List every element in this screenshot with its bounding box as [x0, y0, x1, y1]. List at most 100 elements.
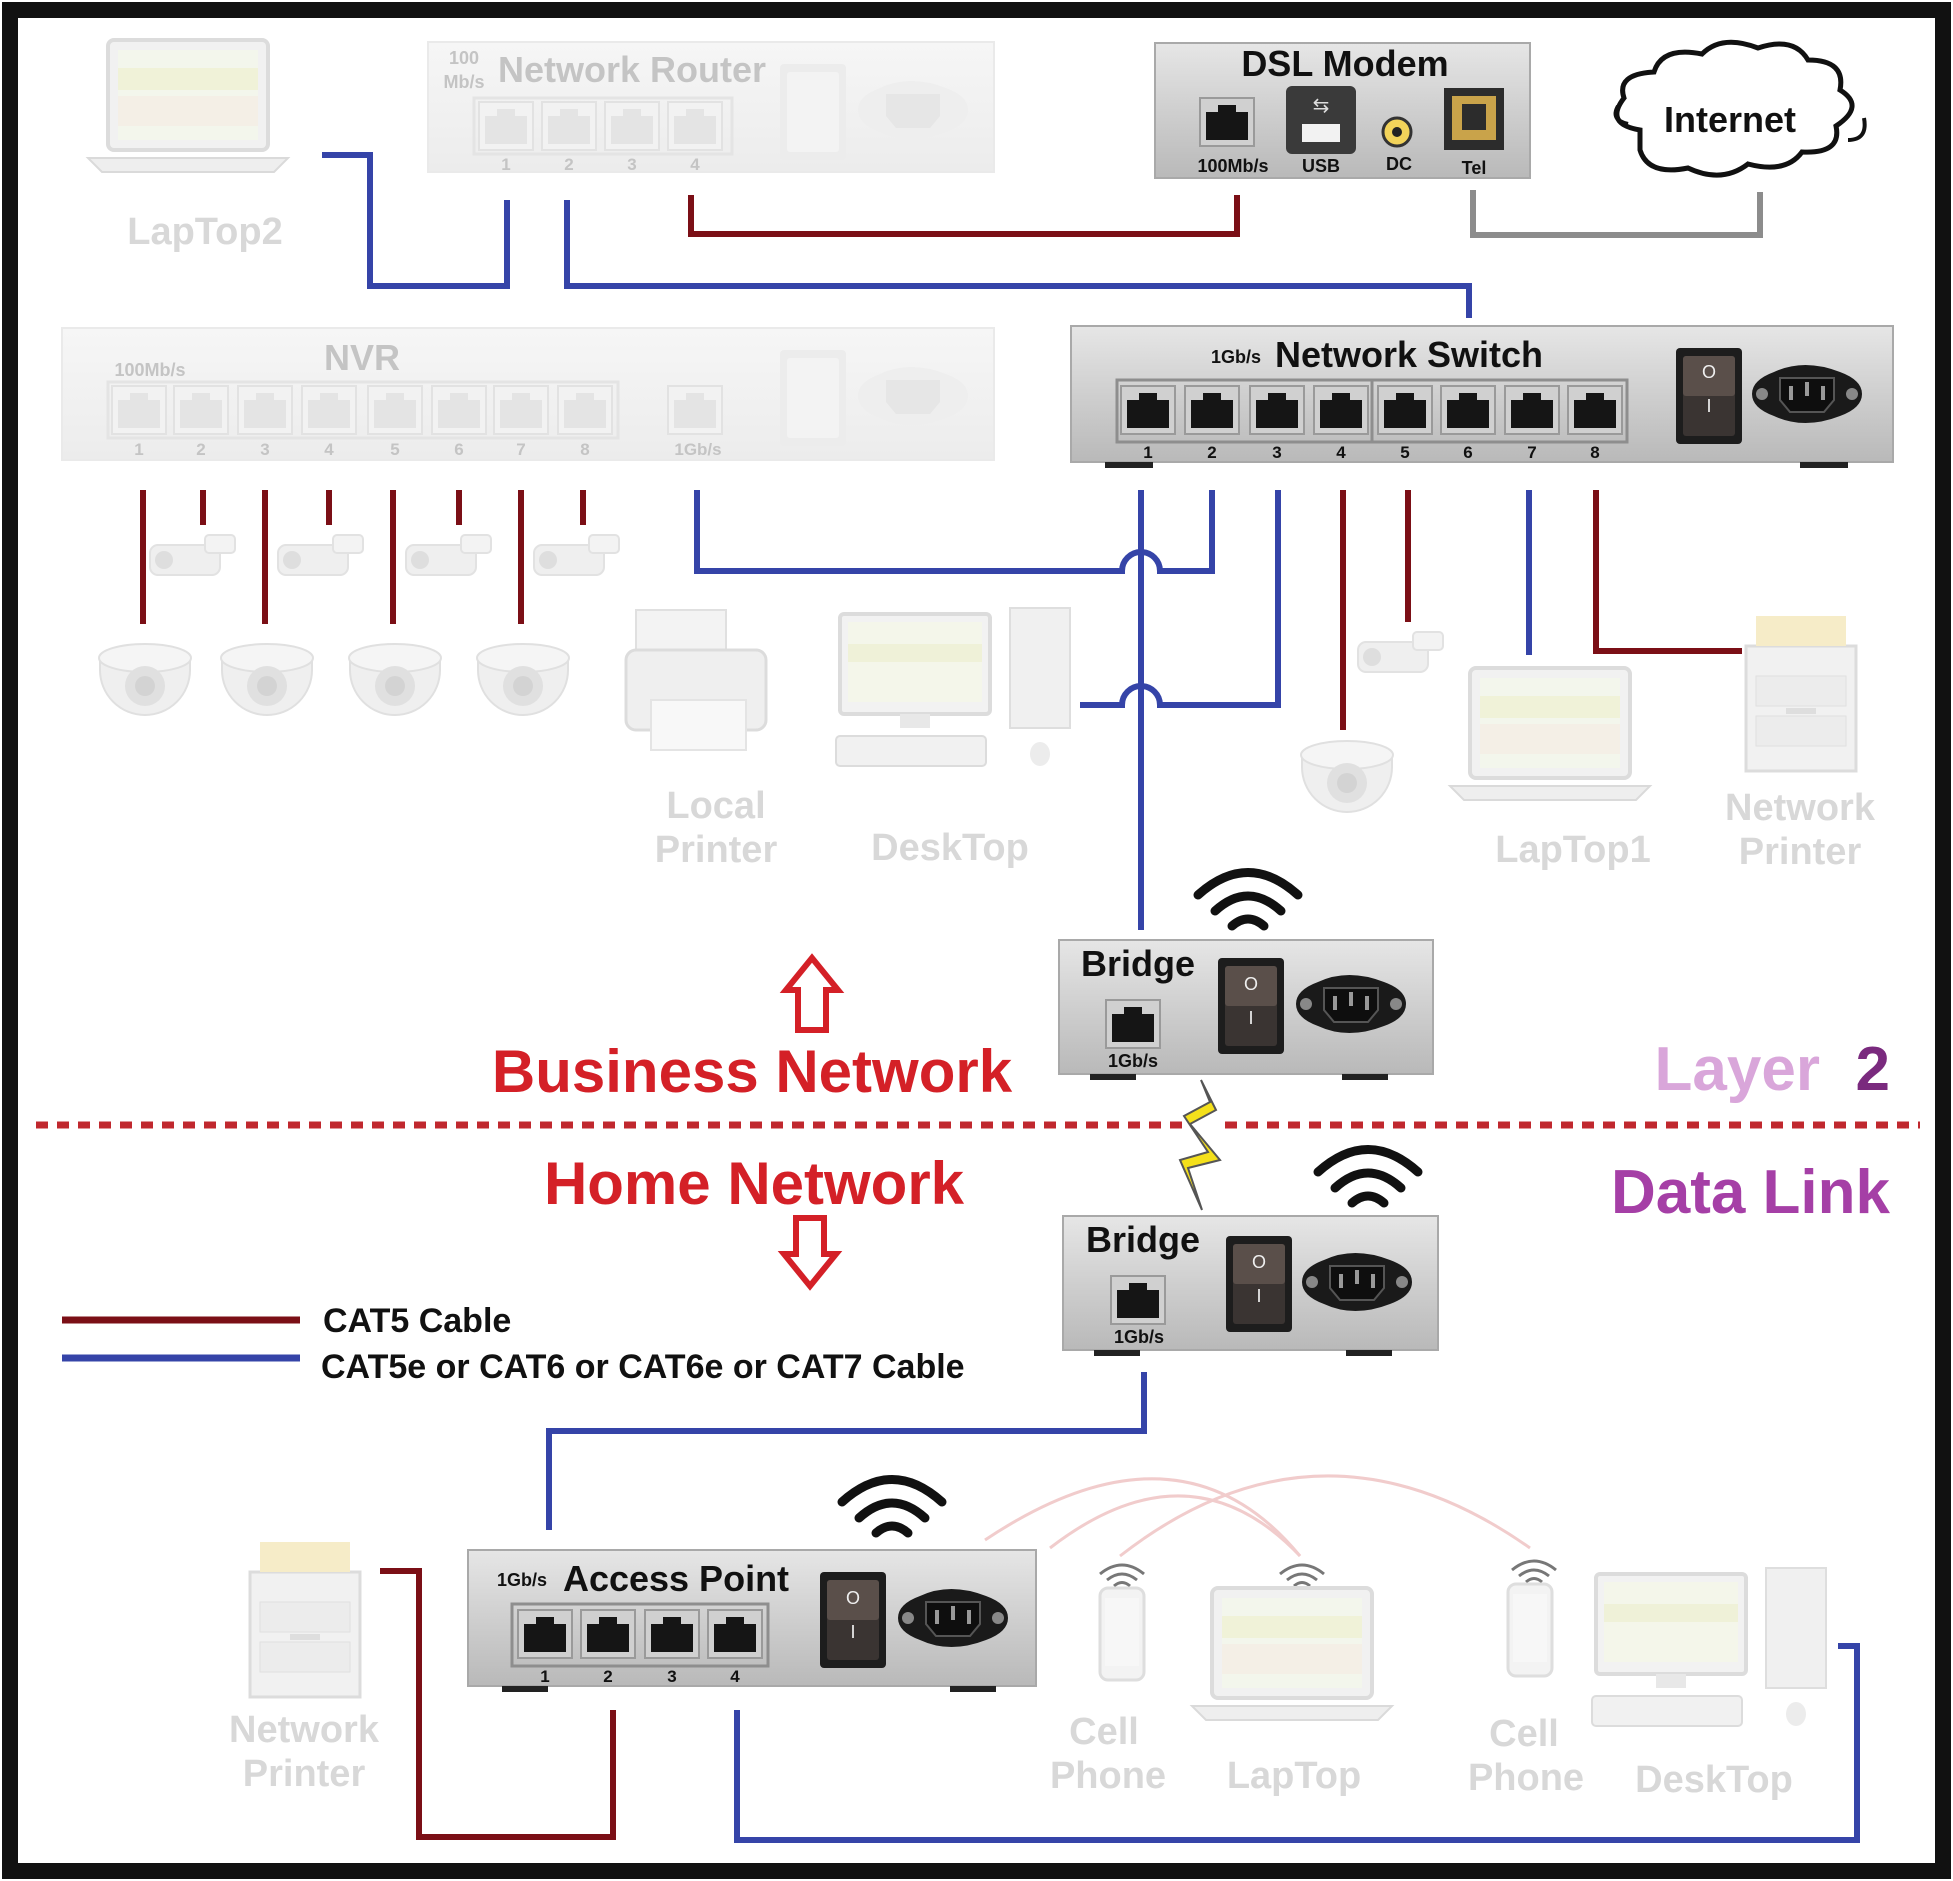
nvr-title: NVR [324, 337, 400, 378]
ap-port-4: 4 [730, 1667, 740, 1686]
ap-title: Access Point [563, 1558, 789, 1599]
nvr-uplink-port [667, 385, 723, 435]
bridge-bottom-power-switch: O I [1226, 1236, 1292, 1332]
router-port-2: 2 [564, 155, 573, 174]
cable-bridge-ap [546, 1372, 1147, 1530]
bridge-top-speed: 1Gb/s [1108, 1051, 1158, 1071]
nvr-port-4: 4 [324, 440, 334, 459]
nvr-port-2: 2 [196, 440, 205, 459]
router-power-switch [780, 64, 846, 160]
nvr-port-3: 3 [260, 440, 269, 459]
bridge-bottom-speed: 1Gb/s [1114, 1327, 1164, 1347]
arrow-down-icon [777, 1215, 843, 1291]
local-printer-label-1: Local [666, 785, 765, 827]
cable-laptop2-router [322, 152, 510, 289]
dsl-modem: DSL Modem 100Mb/s ⇆ USB DC Tel [1154, 42, 1531, 179]
dsl-modem-title: DSL Modem [1241, 43, 1448, 84]
wireless-link-arc [1119, 1474, 1531, 1558]
modem-port-dc-label: DC [1386, 154, 1412, 174]
laptop-home-label: LapTop [1227, 1755, 1361, 1797]
nvr-port-8: 8 [580, 440, 589, 459]
power-on-mark: O [1702, 362, 1716, 382]
network-printer-home-label-1: Network [229, 1709, 380, 1751]
nvr-uplink-label: 1Gb/s [674, 440, 721, 459]
switch-port-5: 5 [1400, 443, 1409, 462]
switch-port-8-socket [1567, 385, 1623, 435]
power-off-mark: I [850, 1622, 855, 1642]
bridge-bottom-port [1110, 1275, 1166, 1325]
ap-port-2: 2 [603, 1667, 612, 1686]
switch-port-7: 7 [1527, 443, 1536, 462]
network-printer-business-label-2: Printer [1739, 831, 1862, 873]
desktop-business-label: DeskTop [871, 827, 1029, 869]
cell-phone-2-label-b: Phone [1468, 1757, 1584, 1799]
network-router: 100 Mb/s Network Router 1 2 3 4 [427, 41, 995, 174]
switch-port-3: 3 [1272, 443, 1281, 462]
wireless-link-arc [1049, 1494, 1302, 1558]
ap-port-2-socket [580, 1609, 636, 1659]
modem-ethernet-port [1199, 97, 1255, 147]
home-network-label: Home Network [544, 1150, 965, 1217]
cable-modem-internet [1470, 190, 1763, 238]
power-on-mark: O [1252, 1252, 1266, 1272]
nvr-port-5: 5 [390, 440, 399, 459]
cable-ap-printer [380, 1568, 616, 1840]
network-switch: 1Gb/s Network Switch 1 2 3 4 5 6 7 8 O I [1070, 325, 1894, 468]
cable-switch-printer [1593, 490, 1742, 654]
modem-port-usb-label: USB [1302, 156, 1340, 176]
ap-port-3: 3 [667, 1667, 676, 1686]
wireless-bridge-link-icon [1178, 1079, 1222, 1211]
legend: CAT5 Cable CAT5e or CAT6 or CAT6e or CAT… [62, 1302, 965, 1386]
network-printer-home-icon [248, 1540, 362, 1699]
switch-port-8: 8 [1590, 443, 1599, 462]
cell-phone-1-label-a: Cell [1069, 1711, 1139, 1753]
nvr-speed: 100Mb/s [114, 360, 185, 380]
internet-label: Internet [1664, 99, 1796, 140]
router-speed-bottom: Mb/s [443, 72, 484, 92]
router-port-1: 1 [501, 155, 510, 174]
bridge-top-power-switch: O I [1218, 958, 1284, 1054]
switch-port-4-socket [1313, 385, 1369, 435]
laptop2-label: LapTop2 [127, 211, 283, 253]
nvr-port-1: 1 [134, 440, 143, 459]
nvr: 100Mb/s NVR 1 2 3 4 5 6 7 8 1Gb/s [61, 327, 995, 461]
bridge-top: Bridge 1Gb/s O I [1058, 873, 1434, 1080]
switch-port-3-socket [1249, 385, 1305, 435]
switch-power-switch: O I [1676, 348, 1742, 444]
switch-port-6: 6 [1463, 443, 1472, 462]
network-printer-home-label-2: Printer [243, 1753, 366, 1795]
bridge-top-port [1105, 999, 1161, 1049]
data-link-label: Data Link [1611, 1158, 1891, 1227]
nvr-port-6: 6 [454, 440, 463, 459]
network-printer-business-label-1: Network [1725, 787, 1876, 829]
layer-word: Layer [1655, 1035, 1820, 1104]
power-off-mark: I [1248, 1008, 1253, 1028]
cell-phone-icon [1098, 1586, 1146, 1682]
desktop-home-label: DeskTop [1635, 1759, 1793, 1801]
laptop1-label: LapTop1 [1495, 829, 1651, 871]
usb-icon: ⇆ [1313, 95, 1330, 117]
power-off-mark: I [1256, 1286, 1261, 1306]
ap-speed: 1Gb/s [497, 1570, 547, 1590]
router-port-3: 3 [627, 155, 636, 174]
cell-phone-1-label-b: Phone [1050, 1755, 1166, 1797]
cable-router-modem [688, 195, 1240, 237]
access-point: 1Gb/s Access Point 1 2 3 4 O I [467, 1480, 1037, 1692]
business-network-label: Business Network [492, 1038, 1013, 1105]
legend-cat5e-label: CAT5e or CAT6 or CAT6e or CAT7 Cable [321, 1348, 965, 1386]
power-on-mark: O [846, 1588, 860, 1608]
network-printer-business-icon [1744, 614, 1858, 773]
switch-port-6-socket [1440, 385, 1496, 435]
ap-power-switch: O I [820, 1572, 886, 1668]
bridge-bottom-title: Bridge [1086, 1219, 1200, 1260]
power-on-mark: O [1244, 974, 1258, 994]
internet-cloud: Internet [1613, 39, 1867, 178]
switch-port-2-socket [1184, 385, 1240, 435]
switch-port-2: 2 [1207, 443, 1216, 462]
ap-port-3-socket [644, 1609, 700, 1659]
legend-cat5-label: CAT5 Cable [323, 1302, 511, 1340]
arrow-up-icon [779, 953, 845, 1033]
switch-port-4: 4 [1336, 443, 1346, 462]
switch-port-5-socket [1377, 385, 1433, 435]
